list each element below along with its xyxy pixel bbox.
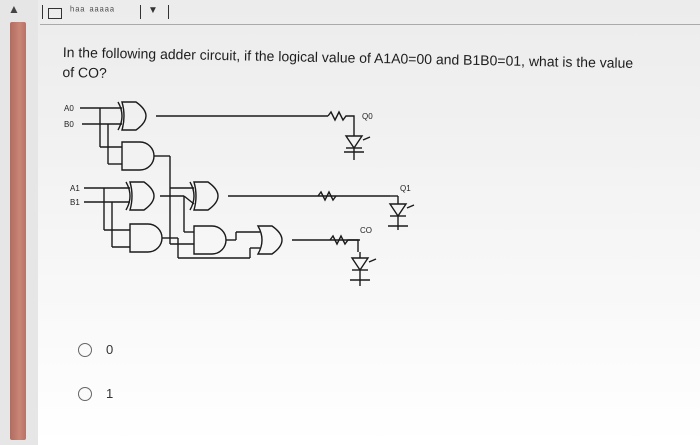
toolbar-divider xyxy=(168,5,169,19)
and-gate xyxy=(193,225,227,255)
radio-button[interactable] xyxy=(78,386,92,401)
label-b1: B1 xyxy=(70,198,80,207)
dropdown-caret-icon[interactable]: ▼ xyxy=(148,5,158,16)
radio-button[interactable] xyxy=(78,342,92,357)
top-toolbar: ʰᵃᵃ ᵃᵃᵃᵃᵃ ▼ xyxy=(40,0,700,25)
left-rail: ▲ xyxy=(0,0,38,445)
resistor xyxy=(317,190,337,202)
choice-label: 0 xyxy=(106,342,114,357)
label-a0: A0 xyxy=(64,104,74,113)
led-icon xyxy=(350,252,377,286)
answer-choice-1[interactable]: 1 xyxy=(78,386,113,401)
answer-choice-0[interactable]: 0 xyxy=(78,342,113,357)
resistor xyxy=(327,110,355,126)
label-q0: Q0 xyxy=(362,112,373,121)
choice-label: 1 xyxy=(106,386,114,401)
xor-gate xyxy=(193,181,219,211)
led-icon xyxy=(388,195,415,230)
or-gate xyxy=(256,225,283,255)
and-gate xyxy=(129,223,163,253)
xor-gate xyxy=(125,181,131,211)
adder-circuit-diagram: A0 B0 A1 B1 Q0 Q1 CO xyxy=(64,101,415,286)
xor-gate xyxy=(189,181,195,211)
xor-gate xyxy=(117,101,123,131)
label-b0: B0 xyxy=(64,120,74,129)
and-gate xyxy=(121,141,155,171)
toolbar-format-text[interactable]: ʰᵃᵃ ᵃᵃᵃᵃᵃ xyxy=(70,5,115,17)
toolbar-divider xyxy=(140,5,141,19)
format-icon[interactable] xyxy=(48,8,62,19)
label-a1: A1 xyxy=(70,184,80,193)
toolbar-divider xyxy=(42,5,43,19)
question-text: In the following adder circuit, if the l… xyxy=(62,43,634,81)
scrollbar[interactable] xyxy=(10,22,26,440)
xor-gate xyxy=(129,181,155,211)
label-co: CO xyxy=(360,226,372,235)
label-q1: Q1 xyxy=(400,184,411,193)
xor-gate xyxy=(121,101,147,131)
collapse-caret-icon[interactable]: ▲ xyxy=(8,2,20,16)
led-icon xyxy=(344,126,371,160)
resistor xyxy=(329,234,359,252)
